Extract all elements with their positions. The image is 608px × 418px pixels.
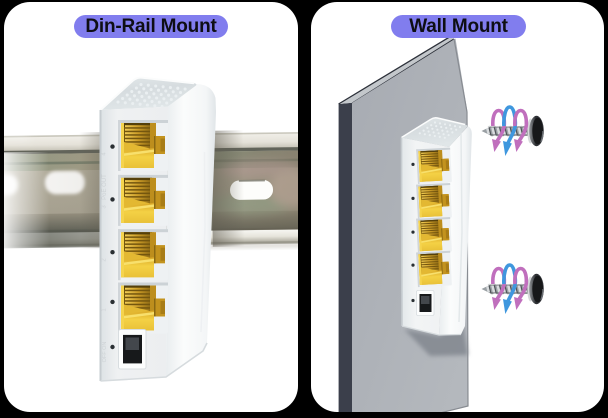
svg-text:2: 2 xyxy=(102,258,108,262)
svg-text:1: 1 xyxy=(102,308,108,312)
svg-text:3: 3 xyxy=(102,205,108,209)
svg-text:PoE OUT: PoE OUT xyxy=(102,174,108,200)
svg-text:4: 4 xyxy=(102,152,108,156)
svg-text:OFF ON: OFF ON xyxy=(102,342,108,363)
